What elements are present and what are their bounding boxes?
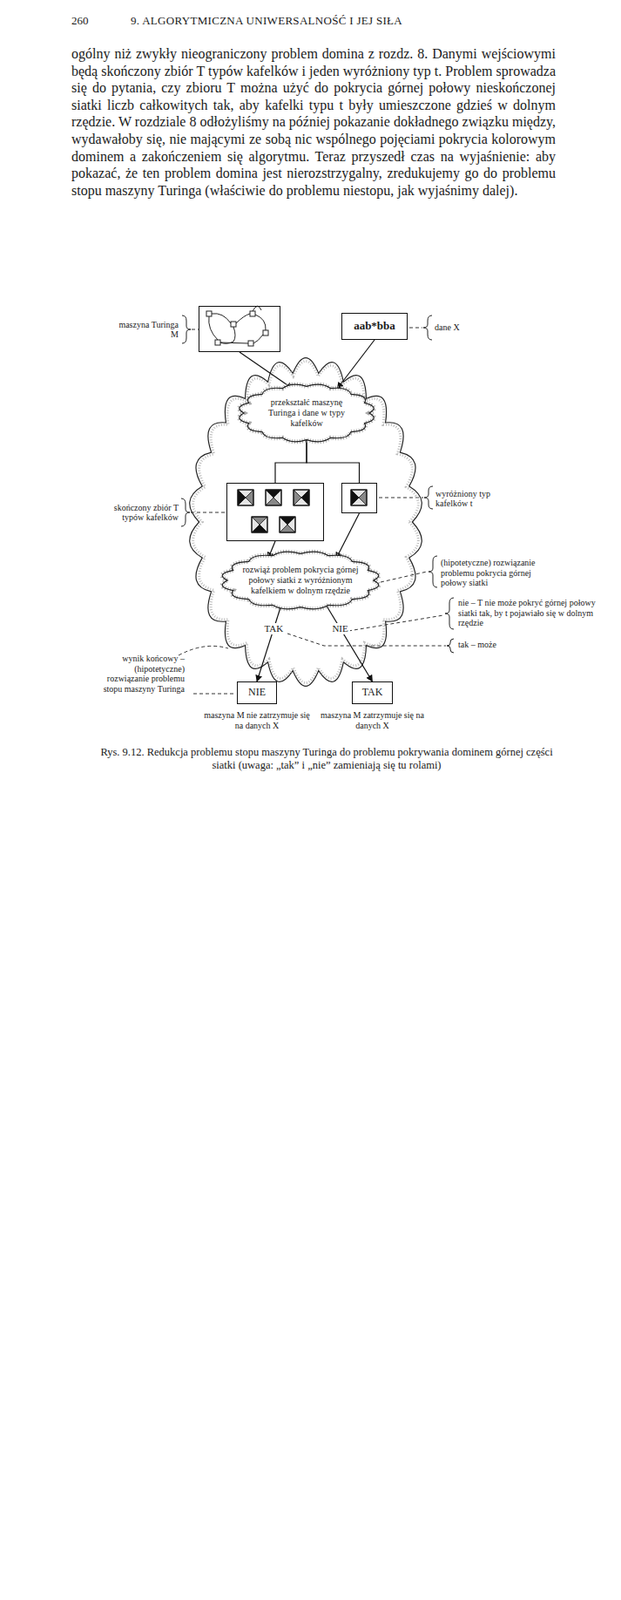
callout-label: dane X xyxy=(434,321,460,331)
brace xyxy=(446,638,454,653)
callout-label: skończony zbiór T typów kafelków xyxy=(105,501,179,522)
braces xyxy=(181,315,454,653)
result-no-box: NIEmaszyna M nie zatrzymuje się na danyc… xyxy=(236,681,277,704)
tile-quarter xyxy=(251,516,260,533)
tile-icon xyxy=(351,489,367,506)
callout-label: maszyna Turinga M xyxy=(110,318,179,339)
connector-arrow xyxy=(275,439,307,483)
tile-quarter xyxy=(237,489,246,506)
brace xyxy=(445,597,454,629)
leader-line xyxy=(190,512,226,513)
tile-border xyxy=(293,489,310,506)
tile-icon xyxy=(293,489,310,506)
cloud-border xyxy=(239,384,374,442)
tile-icon xyxy=(237,489,254,506)
transition xyxy=(209,316,218,340)
leader-line xyxy=(409,327,423,329)
node-text: aab*bba xyxy=(342,313,407,338)
cloud-shading xyxy=(239,384,374,442)
tile-border xyxy=(251,516,268,533)
transition xyxy=(236,313,250,324)
node-text: rozwiąż problem pokrycia górnej połowy s… xyxy=(238,564,363,596)
leader-line xyxy=(193,693,237,695)
node-text: NIE xyxy=(237,681,277,702)
brace xyxy=(182,315,191,344)
leader-line xyxy=(348,614,444,631)
leader-line xyxy=(178,645,229,655)
callout-label: nie – T nie może pokryć górnej połowy si… xyxy=(458,597,615,628)
brace xyxy=(423,315,432,340)
state xyxy=(263,330,269,336)
callout-label: tak – może xyxy=(458,639,537,650)
transition xyxy=(220,326,236,344)
connector-arrow xyxy=(326,605,373,682)
transition xyxy=(211,313,231,324)
callout-label: wyróżniony typ kafelków t xyxy=(435,487,509,508)
turing-machine-box: maszyna Turinga M xyxy=(198,305,281,352)
node-text: TAK xyxy=(352,681,392,702)
tile-quarter xyxy=(265,489,274,506)
tile-quarter xyxy=(279,516,288,533)
tile-border xyxy=(265,489,282,506)
tile-icon xyxy=(265,489,282,506)
outer-cloud-shading xyxy=(193,360,419,682)
state xyxy=(206,310,212,317)
solve-tiling-cloud: rozwiąż problem pokrycia górnej połowy s… xyxy=(219,550,382,610)
leader-lines xyxy=(178,327,446,694)
tile-border xyxy=(237,489,254,506)
node-text: przekształć maszynę Turinga i dane w typ… xyxy=(256,397,358,429)
tile-quarter xyxy=(293,489,302,506)
outer-cloud xyxy=(189,357,423,687)
tile-icon xyxy=(279,516,296,533)
transition xyxy=(253,334,264,344)
connector-arrow xyxy=(239,351,293,389)
cloud-shading xyxy=(222,551,379,609)
transform-cloud: przekształć maszynę Turinga i dane w typ… xyxy=(236,383,377,443)
body-paragraph: ogólny niż zwykły nieograniczony problem… xyxy=(71,45,556,199)
tile-icons xyxy=(237,489,367,533)
tile-quarter xyxy=(351,489,359,506)
leader-line xyxy=(380,571,427,582)
edge-label: TAK xyxy=(263,622,286,635)
callout-label: (hipotetyczne) rozwiązanie problemu pokr… xyxy=(440,557,556,588)
state xyxy=(248,340,254,346)
connector-arrow xyxy=(306,439,360,483)
connector-arrow xyxy=(336,513,360,559)
result-yes-box: TAKmaszyna M zatrzymuje się na danych X xyxy=(351,681,393,704)
connector-arrow xyxy=(256,605,282,682)
connector-arrow xyxy=(337,339,375,389)
transition xyxy=(255,314,266,331)
callout-label: maszyna M zatrzymuje się na danych X xyxy=(317,709,428,731)
running-head: 260 xyxy=(71,13,107,28)
input-data-box: aab*bbadane X xyxy=(341,312,408,340)
callout-label: wynik końcowy – (hipotetyczne) rozwiązan… xyxy=(97,653,185,694)
distinguished-tile-box: wyróżniony typ kafelków t xyxy=(341,482,378,513)
tile-icon xyxy=(251,516,268,533)
transition xyxy=(252,305,262,311)
running-head: 9. ALGORYTMICZNA UNIWERSALNOŚĆ I JEJ SIŁ… xyxy=(130,13,506,28)
callout-label: maszyna M nie zatrzymuje się na danych X xyxy=(202,709,312,731)
state xyxy=(230,321,237,327)
state xyxy=(249,310,256,317)
leader-line xyxy=(191,329,199,331)
state-graph xyxy=(206,305,269,346)
figure-caption: Rys. 9.12. Redukcja problemu stopu maszy… xyxy=(95,745,558,772)
tile-set-box: skończony zbiór T typów kafelków xyxy=(226,482,324,541)
tile-border xyxy=(279,516,296,533)
state xyxy=(215,339,221,345)
leader-line xyxy=(287,633,446,646)
cloud-border xyxy=(222,551,379,609)
brace xyxy=(428,555,438,588)
edge-label: NIE xyxy=(330,622,350,635)
brace xyxy=(424,486,433,509)
tile-border xyxy=(351,489,367,506)
brace xyxy=(181,498,190,527)
